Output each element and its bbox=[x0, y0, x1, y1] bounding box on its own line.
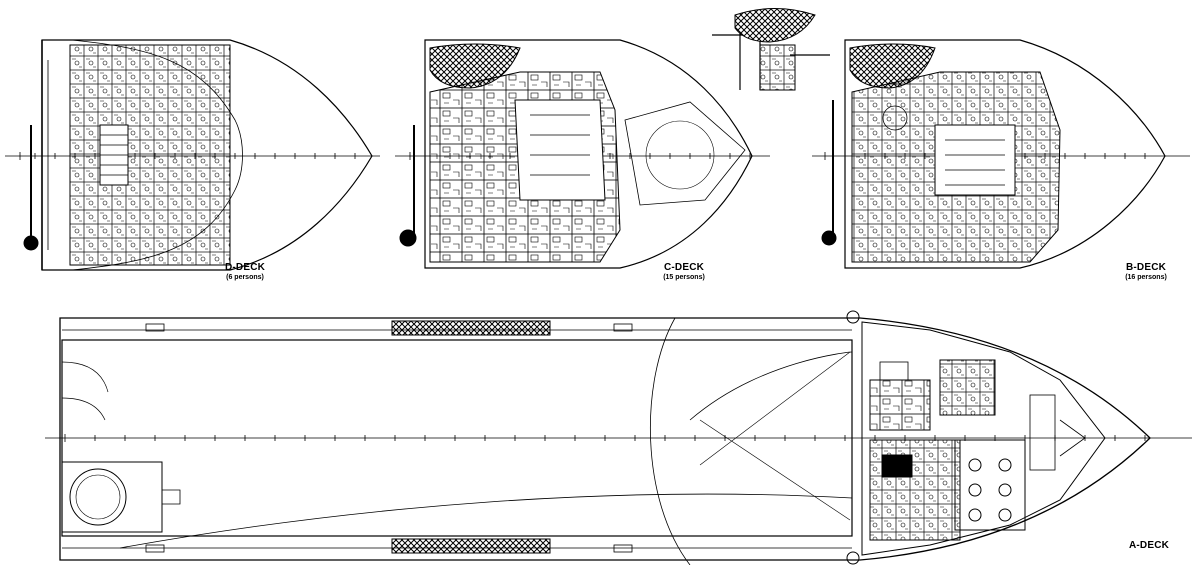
a-deck-superstructure bbox=[861, 321, 1106, 556]
a-deck-stern-module bbox=[61, 461, 163, 533]
b-deck-lifeboat bbox=[849, 43, 936, 89]
a-deck-rescue-boat-circle bbox=[69, 468, 127, 526]
a-deck-name: A-DECK bbox=[1128, 540, 1170, 551]
d-deck-hull bbox=[41, 39, 373, 271]
a-deck-ticks bbox=[64, 434, 1146, 442]
d-deck-name: D-DECK bbox=[224, 262, 266, 273]
c-deck-bridge-wing bbox=[624, 101, 746, 206]
b-deck-capacity: (16 persons) bbox=[1125, 273, 1167, 281]
c-deck-capacity: (15 persons) bbox=[663, 273, 705, 281]
c-deck-name: C-DECK bbox=[663, 262, 705, 273]
d-deck-cabin-block bbox=[69, 44, 231, 266]
b-deck-top-boat bbox=[734, 8, 816, 43]
a-deck-port-rail-hatch bbox=[391, 320, 551, 336]
c-deck-label: C-DECK (15 persons) bbox=[652, 262, 716, 281]
d-deck-label: D-DECK (6 persons) bbox=[215, 262, 275, 281]
a-deck-plan bbox=[45, 310, 1192, 565]
a-deck-label: A-DECK bbox=[1118, 540, 1180, 552]
d-deck-winch bbox=[23, 235, 39, 251]
b-deck-hull bbox=[844, 39, 1166, 269]
b-deck-name: B-DECK bbox=[1125, 262, 1167, 273]
a-deck-galley bbox=[869, 379, 931, 431]
c-deck-plan bbox=[395, 39, 770, 269]
d-deck-plan bbox=[5, 39, 380, 271]
a-deck-cargo-area bbox=[61, 339, 853, 537]
b-deck-label: B-DECK (16 persons) bbox=[1115, 262, 1177, 281]
a-deck-hull-outline bbox=[59, 317, 1151, 561]
d-deck-capacity: (6 persons) bbox=[226, 273, 264, 281]
c-deck-hull bbox=[424, 39, 753, 269]
a-deck-stbd-rail-hatch bbox=[391, 538, 551, 554]
a-deck-mess-room bbox=[954, 439, 1026, 531]
b-deck-lounge bbox=[934, 124, 1016, 196]
a-deck-crane-arc bbox=[650, 317, 691, 565]
b-deck-plan bbox=[712, 8, 1190, 269]
b-deck-davit bbox=[712, 30, 830, 90]
